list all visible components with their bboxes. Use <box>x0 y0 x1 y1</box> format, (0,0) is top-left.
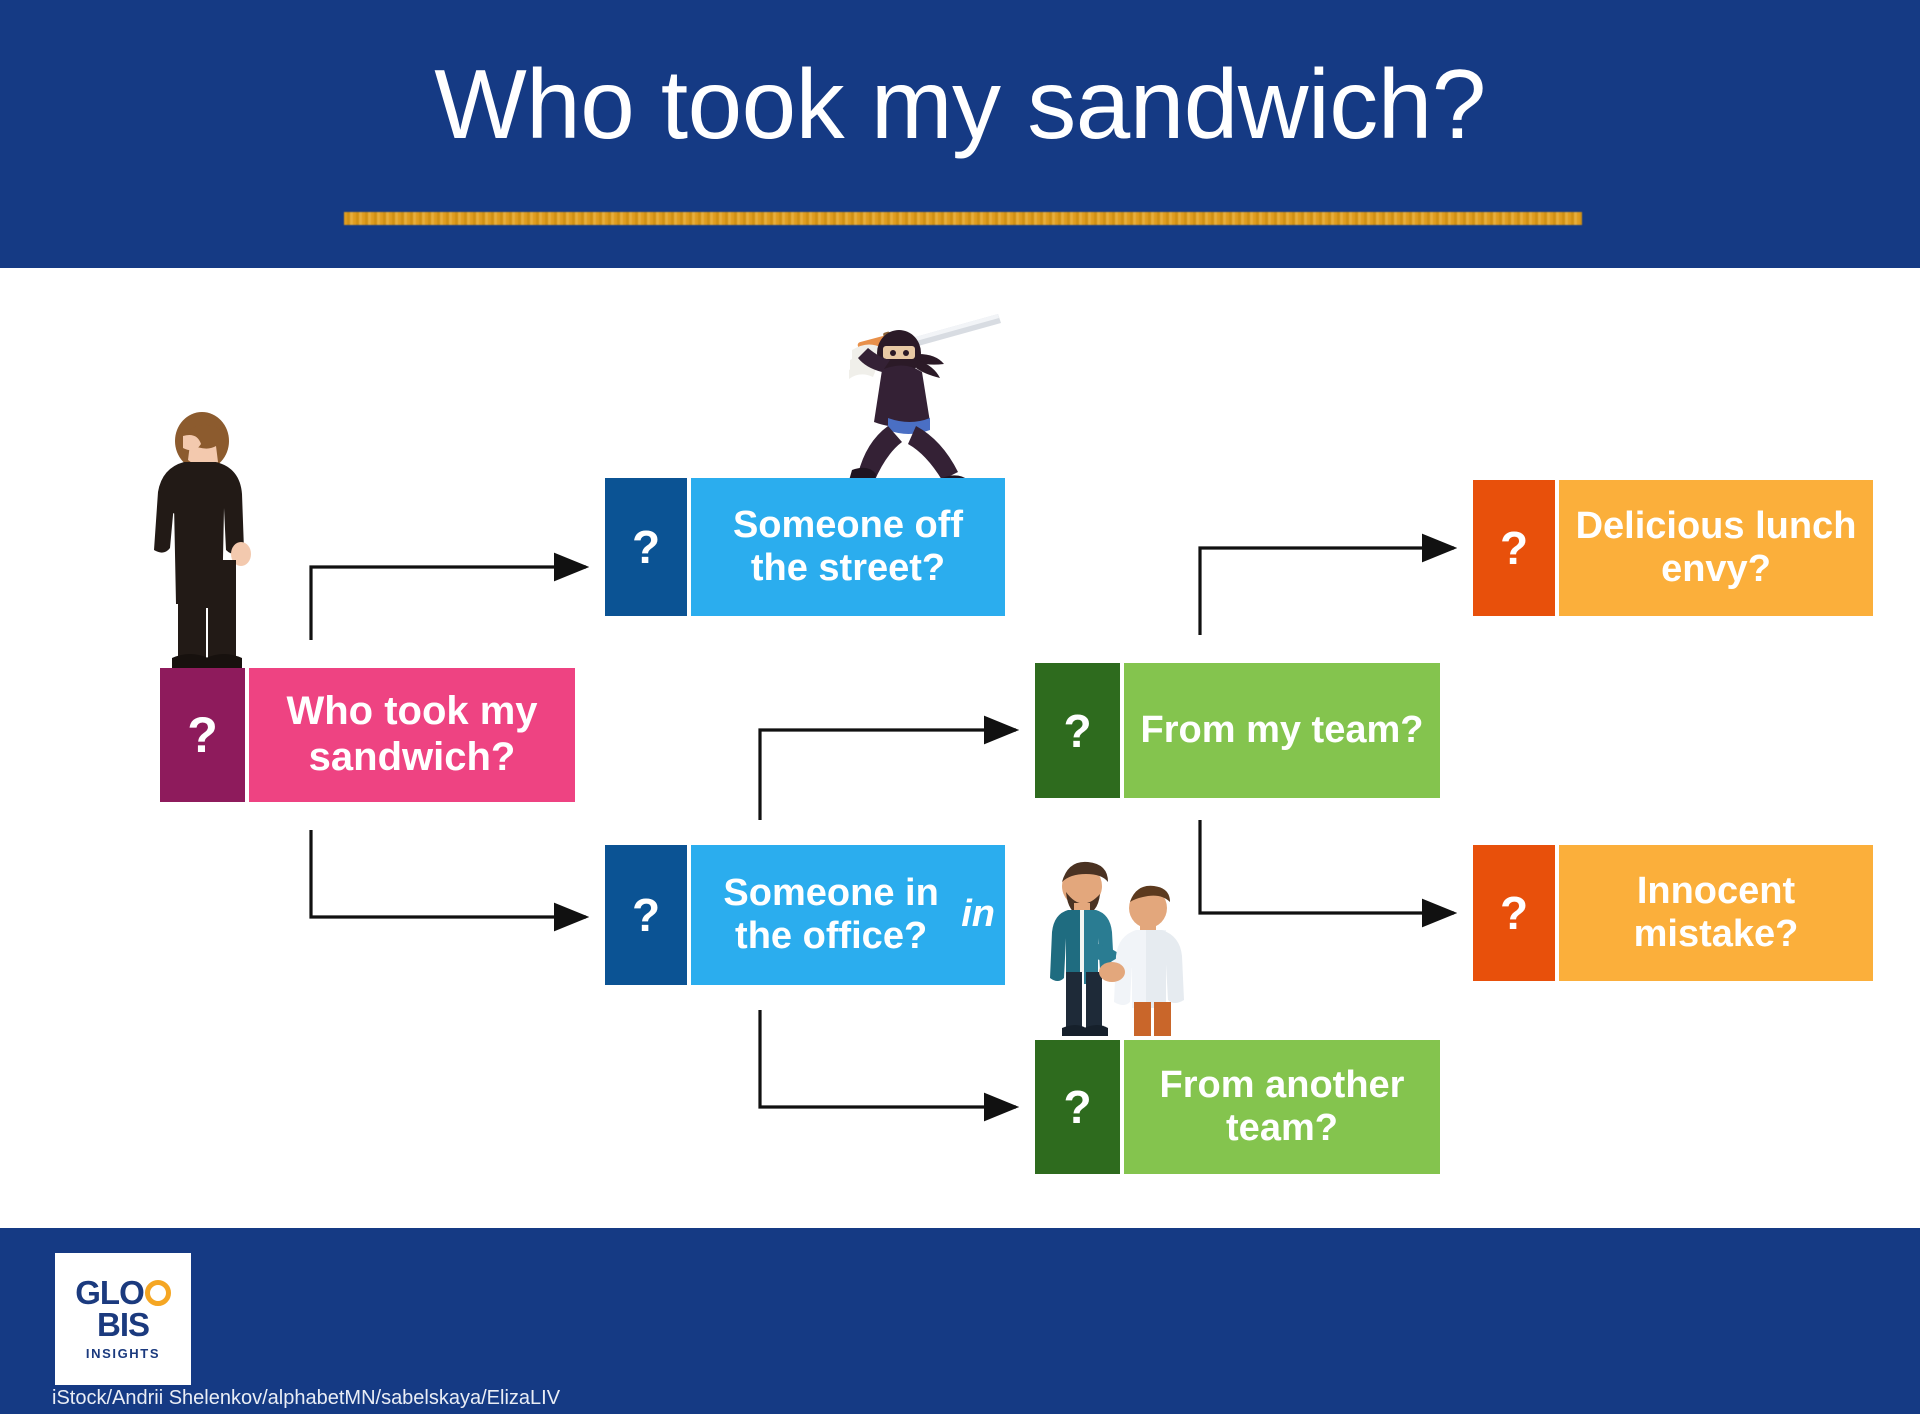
question-mark-icon: ? <box>605 845 687 985</box>
node-label: From my team? <box>1124 663 1440 798</box>
logo-ring-icon <box>144 1280 171 1307</box>
node-from-my-team[interactable]: ? From my team? <box>1035 663 1440 798</box>
node-from-another-team[interactable]: ? From another team? <box>1035 1040 1440 1174</box>
question-mark-icon: ? <box>160 668 245 802</box>
node-innocent-mistake[interactable]: ? Innocent mistake? <box>1473 845 1873 981</box>
node-label: Who took my sandwich? <box>249 668 575 802</box>
logo-line-2: BIS <box>96 1306 150 1343</box>
ninja-with-sword-illustration <box>848 314 1001 488</box>
node-label: From another team? <box>1124 1040 1440 1174</box>
node-label: Innocent mistake? <box>1559 845 1873 981</box>
node-someone-in-the-office[interactable]: ? Someone in the office?in <box>605 845 1005 985</box>
logo-text-glo: GLO <box>75 1274 144 1312</box>
page-title: Who took my sandwich? <box>434 49 1486 159</box>
question-mark-icon: ? <box>605 478 687 616</box>
logo-subtitle: INSIGHTS <box>85 1345 161 1361</box>
title-underline-rule <box>344 212 1582 225</box>
node-someone-off-the-street[interactable]: ? Someone off the street? <box>605 478 1005 616</box>
node-label: Someone in the office?in <box>691 845 1005 985</box>
question-mark-icon: ? <box>1035 1040 1120 1174</box>
sad-businessman-illustration <box>154 412 251 670</box>
globis-insights-logo: GLO BIS INSIGHTS <box>55 1253 191 1385</box>
footer-band <box>0 1228 1920 1414</box>
question-mark-icon: ? <box>1473 845 1555 981</box>
logo-line-1: GLO <box>75 1274 171 1312</box>
node-delicious-lunch-envy[interactable]: ? Delicious lunch envy? <box>1473 480 1873 616</box>
two-men-handshake-illustration <box>1050 861 1184 1036</box>
question-mark-icon: ? <box>1473 480 1555 616</box>
image-credit-text: iStock/Andrii Shelenkov/alphabetMN/sabel… <box>52 1387 561 1409</box>
node-label: Delicious lunch envy? <box>1559 480 1873 616</box>
node-who-took-my-sandwich[interactable]: ? Who took my sandwich? <box>160 668 575 802</box>
node-label: Someone off the street? <box>691 478 1005 616</box>
question-mark-icon: ? <box>1035 663 1120 798</box>
